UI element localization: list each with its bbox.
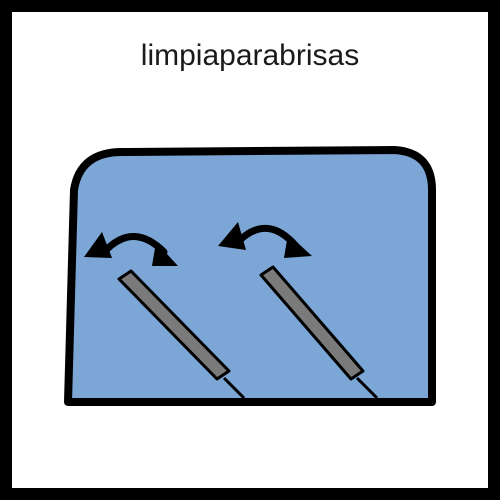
left-wiper-arm (222, 376, 246, 400)
pictogram-title: limpiaparabrisas (140, 39, 360, 72)
left-wiper-motion-arrow-icon (84, 232, 178, 266)
right-wiper-arm (355, 376, 379, 400)
right-wiper-motion-arrow-icon (218, 222, 312, 258)
right-wiper-blade-icon (259, 265, 365, 381)
windshield-icon (64, 146, 436, 406)
right-wiper-icon (259, 265, 379, 400)
left-wiper-icon (117, 269, 246, 400)
left-wiper-blade-icon (117, 269, 231, 381)
